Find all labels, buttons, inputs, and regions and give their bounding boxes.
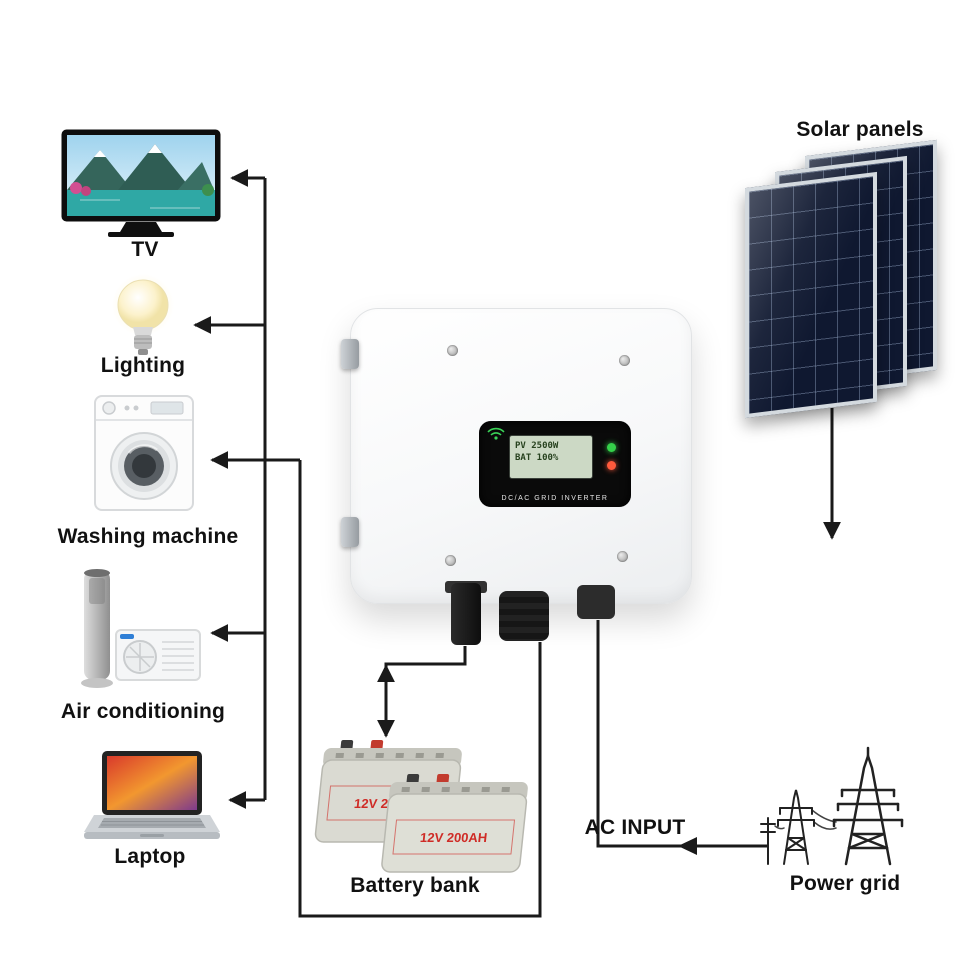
lighting-label: Lighting <box>100 354 186 377</box>
battery-front: 12V 200AH <box>381 774 528 873</box>
inverter-display-panel: PV 2500W BAT 100% DC/AC GRID INVERTER <box>479 421 631 507</box>
ac-input-label: AC INPUT <box>584 816 686 839</box>
laptop-label: Laptop <box>114 845 186 868</box>
mount-bracket-top <box>341 339 359 369</box>
dc-cable-gland <box>451 583 481 645</box>
screw <box>617 551 628 562</box>
solar-panels-label: Solar panels <box>796 118 924 141</box>
air-conditioning-label: Air conditioning <box>60 700 226 723</box>
power-grid-icon <box>758 738 923 873</box>
power-grid-label: Power grid <box>789 872 901 895</box>
tv-icon <box>60 128 222 245</box>
washing-machine-icon <box>93 390 195 519</box>
light-bulb-icon <box>103 272 183 369</box>
battery-bank-label: Battery bank <box>350 874 480 897</box>
battery-bank-icon: 12V 200AH 12V 200AH <box>312 728 537 878</box>
tv-label: TV <box>131 238 159 261</box>
screw <box>447 345 458 356</box>
battery-elbow-line <box>384 646 467 700</box>
washing-machine-label: Washing machine <box>57 525 239 548</box>
laptop-icon <box>82 750 220 851</box>
battery-label: 12V 200AH <box>419 830 488 845</box>
screw <box>445 555 456 566</box>
hybrid-inverter: PV 2500W BAT 100% DC/AC GRID INVERTER <box>341 308 692 645</box>
inverter-lcd: PV 2500W BAT 100% <box>509 435 593 479</box>
ac-connector <box>577 585 615 619</box>
solar-panel <box>745 171 877 419</box>
status-led-green <box>607 443 616 452</box>
lcd-line2: BAT 100% <box>515 453 559 463</box>
screw <box>619 355 630 366</box>
vent-connector-box <box>499 591 549 641</box>
ac-input-line <box>596 620 768 848</box>
ac-output-loop-line <box>298 460 542 918</box>
solar-panels-icon <box>745 139 945 419</box>
inverter-badge-text: DC/AC GRID INVERTER <box>501 495 609 502</box>
status-led-red <box>607 461 616 470</box>
ac-input-arrowhead <box>678 837 697 855</box>
lcd-line1: PV 2500W <box>515 441 559 451</box>
mount-bracket-bottom <box>341 517 359 547</box>
air-conditioning-icon <box>70 566 205 697</box>
wifi-icon <box>487 427 505 440</box>
